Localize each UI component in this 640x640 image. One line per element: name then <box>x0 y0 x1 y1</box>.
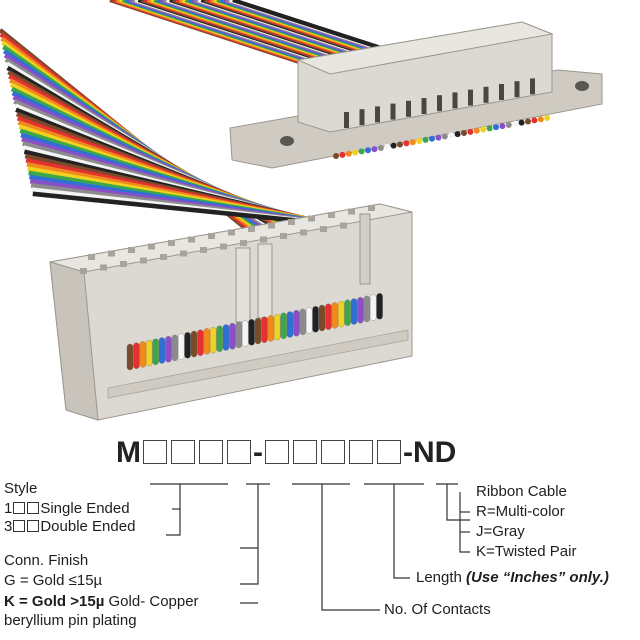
finish-gold-gt-prefix: K = Gold >15µ <box>4 593 105 610</box>
cable-j: J=Gray <box>476 523 525 540</box>
part-number-template: M - -ND <box>116 436 456 470</box>
length-note: (Use “Inches” only.) <box>466 569 609 586</box>
finish-title: Conn. Finish <box>4 552 89 569</box>
length-box <box>293 440 317 464</box>
finish-line3: beryllium pin plating <box>4 612 137 629</box>
front-connector-illustration <box>49 203 413 421</box>
finish-box <box>199 440 223 464</box>
style-single-label: Single Ended <box>40 500 130 517</box>
length-label: Length (Use “Inches” only.) <box>416 569 609 586</box>
part-number-dash: - <box>253 436 263 469</box>
cable-assembly-illustration <box>0 0 603 421</box>
finish-gold-gt-rest: Gold- Copper <box>104 593 199 610</box>
cable-title: Ribbon Cable <box>476 483 567 500</box>
style-double-label: Double Ended <box>40 518 136 535</box>
cable-k: K=Twisted Pair <box>476 543 577 560</box>
part-number-suffix: -ND <box>403 436 457 469</box>
length-leader <box>393 484 410 579</box>
cable-leader <box>446 484 470 521</box>
length-box <box>349 440 373 464</box>
cable-box <box>377 440 401 464</box>
style-leader <box>166 484 181 536</box>
finish-gold15: G = Gold ≤15µ <box>4 572 103 589</box>
finish-gold-gt: K = Gold >15µ Gold- Copper <box>4 593 199 611</box>
style-box <box>171 440 195 464</box>
style-title: Style <box>4 480 38 497</box>
cable-r: R=Multi-color <box>476 503 565 520</box>
length-box <box>321 440 345 464</box>
rear-connector-illustration <box>229 21 603 169</box>
contacts-box <box>227 440 251 464</box>
finish-leader <box>240 484 259 585</box>
contacts-label: No. Of Contacts <box>384 601 491 618</box>
contacts-box <box>265 440 289 464</box>
style-box <box>143 440 167 464</box>
contacts-leader <box>321 484 380 611</box>
part-number-prefix: M <box>116 436 141 469</box>
